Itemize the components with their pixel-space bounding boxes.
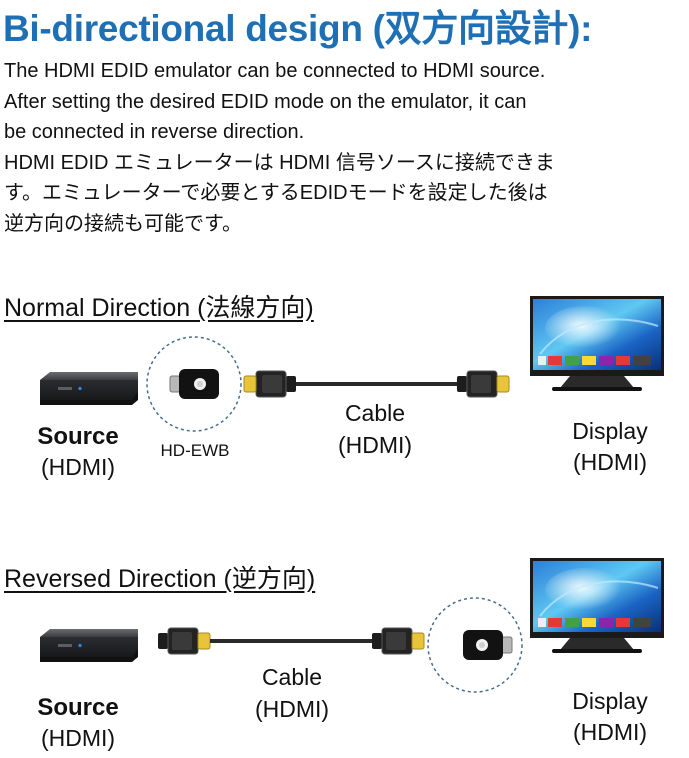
source-type: (HDMI) [40, 725, 116, 751]
emulator-highlight-circle [427, 597, 523, 693]
source-device-icon [40, 629, 138, 662]
reversed-cable-label: Cable (HDMI) [237, 661, 347, 725]
cable-name: Cable [344, 400, 406, 426]
source-name: Source [37, 694, 119, 721]
cable-plug-icon [456, 370, 510, 398]
display-tv-icon [529, 295, 665, 392]
description: The HDMI EDID emulator can be connected … [4, 56, 686, 239]
description-line: be connected in reverse direction. [4, 121, 305, 143]
emulator-label: HD-EWB [160, 441, 230, 460]
cable-plug-icon [371, 627, 425, 655]
reversed-display-label: Display (HDMI) [552, 686, 668, 748]
source-name: Source [37, 423, 119, 450]
reversed-direction-heading: Reversed Direction (逆方向) [4, 565, 316, 593]
description-line: The HDMI EDID emulator can be connected … [4, 60, 546, 82]
source-type: (HDMI) [40, 454, 116, 480]
normal-direction-heading: Normal Direction (法線方向) [4, 294, 314, 322]
cable-type: (HDMI) [337, 432, 413, 458]
page-title: Bi-directional design (双方向設計): [3, 8, 593, 49]
display-name: Display [572, 688, 648, 714]
description-line: HDMI EDID エミュレーターは HDMI 信号ソースに接続できま [4, 151, 555, 174]
display-tv-icon [529, 557, 665, 654]
display-type: (HDMI) [572, 719, 648, 745]
description-line: After setting the desired EDID mode on t… [4, 90, 527, 113]
source-device-icon [40, 372, 138, 405]
description-line: 逆方向の接続も可能です。 [4, 212, 242, 235]
display-name: Display [572, 418, 648, 444]
description-line: す。エミュレーターで必要とするEDIDモードを設定した後は [4, 182, 548, 204]
emulator-dongle-icon [169, 368, 220, 400]
cable-plug-icon [157, 627, 211, 655]
emulator-dongle-icon [462, 629, 513, 661]
emulator-highlight-circle [146, 336, 242, 432]
cable-name: Cable [261, 664, 323, 690]
normal-display-label: Display (HDMI) [552, 416, 668, 478]
normal-source-label: Source (HDMI) [20, 421, 136, 483]
cable-type: (HDMI) [254, 696, 330, 722]
reversed-source-label: Source (HDMI) [20, 692, 136, 754]
cable-plug-icon [243, 370, 297, 398]
display-type: (HDMI) [572, 449, 648, 475]
normal-cable-label: Cable (HDMI) [320, 397, 430, 461]
